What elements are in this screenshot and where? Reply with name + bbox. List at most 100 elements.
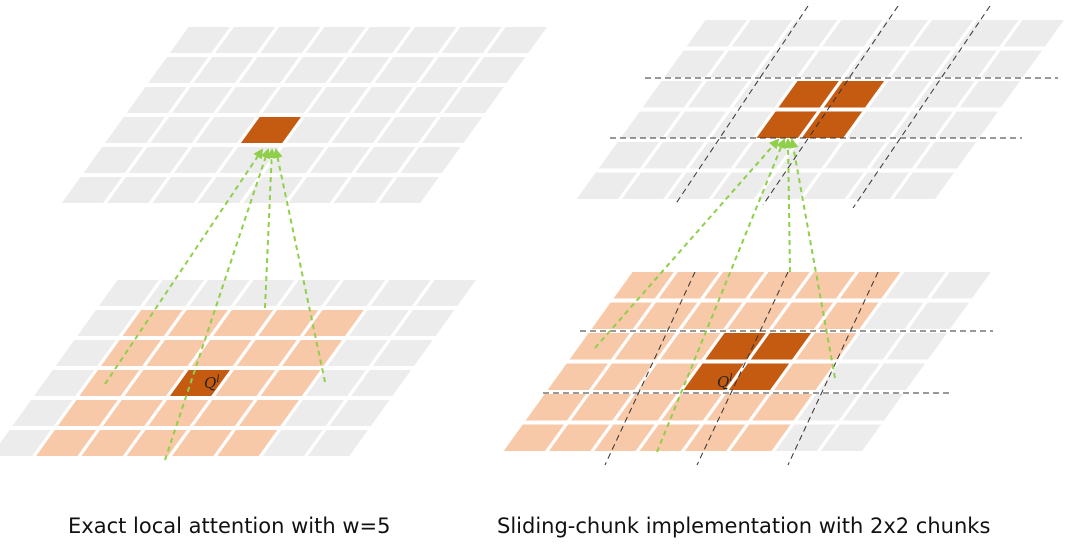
window-cell <box>772 302 834 329</box>
grid-cell <box>0 430 51 456</box>
left-panel-exact-local-attention: Ql <box>0 27 547 461</box>
grid-cell <box>83 147 144 173</box>
left-attention-arrows <box>104 148 326 461</box>
grid-cell <box>755 50 816 77</box>
left-input-grid <box>0 280 476 456</box>
window-cell <box>569 333 630 360</box>
window-cell <box>503 424 565 451</box>
window-cell <box>215 370 276 396</box>
window-cell <box>616 394 677 421</box>
grid-cell <box>34 370 95 396</box>
grid-cell <box>309 147 370 173</box>
grid-cell <box>262 430 323 456</box>
grid-cell <box>372 340 433 366</box>
grid-cell <box>148 57 209 83</box>
window-cell <box>614 333 676 360</box>
grid-cell <box>288 177 349 203</box>
grid-cell <box>349 310 410 336</box>
grid-cell <box>867 20 929 47</box>
window-cell <box>636 302 698 329</box>
grid-cell <box>169 27 230 53</box>
grid-cell <box>329 57 390 83</box>
right-attention-arrows <box>594 138 836 453</box>
grid-cell <box>394 310 455 336</box>
grid-cell <box>757 172 819 199</box>
grid-cell <box>351 27 412 53</box>
grid-cell <box>305 27 366 53</box>
window-cell <box>213 310 274 336</box>
grid-cell <box>465 57 526 83</box>
grid-cell <box>731 20 793 47</box>
highlighted-cell <box>728 363 790 390</box>
left-caption: Exact local attention with w=5 <box>68 514 391 538</box>
window-cell <box>100 340 161 366</box>
grid-cell <box>863 302 924 329</box>
grid-cell <box>891 50 952 77</box>
grid-cell <box>422 117 483 143</box>
grid-cell <box>415 280 476 306</box>
window-cell <box>525 394 587 421</box>
chunk-boundary-line <box>852 5 991 209</box>
attention-arrow <box>788 138 836 379</box>
window-cell <box>660 333 721 360</box>
grid-cell <box>936 50 997 77</box>
window-cell <box>126 430 187 456</box>
grid-cell <box>150 117 211 143</box>
window-cell <box>661 394 722 421</box>
grid-cell <box>260 27 321 53</box>
grid-cell <box>842 394 904 421</box>
grid-cell <box>77 310 138 336</box>
grid-cell <box>126 87 187 113</box>
right-chunk-boundaries <box>543 5 1058 466</box>
grid-cell <box>914 81 975 108</box>
grid-cell <box>712 172 773 199</box>
attention-arrow <box>594 138 780 349</box>
window-cell <box>592 363 654 390</box>
grid-cell <box>709 50 771 77</box>
grid-cell <box>908 302 969 329</box>
grid-cell <box>217 87 278 113</box>
grid-cell <box>576 172 638 199</box>
window-cell <box>570 394 632 421</box>
chunk-boundary-line <box>696 271 789 466</box>
grid-cell <box>307 430 368 456</box>
grid-cell <box>195 117 256 143</box>
grid-cell <box>441 27 502 53</box>
window-cell <box>727 302 788 329</box>
highlighted-cell <box>801 111 863 138</box>
attention-arrow <box>164 148 271 461</box>
grid-cell <box>841 333 902 360</box>
grid-cell <box>420 57 481 83</box>
grid-cell <box>262 87 323 113</box>
grid-cell <box>959 81 1021 108</box>
grid-cell <box>689 142 750 169</box>
grid-cell <box>733 81 794 108</box>
window-cell <box>839 272 901 299</box>
grid-cell <box>238 57 299 83</box>
grid-cell <box>915 142 977 169</box>
grid-cell <box>327 340 388 366</box>
grid-cell <box>128 147 189 173</box>
window-cell <box>36 430 97 456</box>
grid-cell <box>869 81 930 108</box>
window-cell <box>613 272 674 299</box>
highlighted-cell <box>778 81 839 108</box>
grid-cell <box>12 400 73 426</box>
window-cell <box>794 272 856 299</box>
grid-cell <box>215 27 276 53</box>
window-cell <box>796 333 857 360</box>
grid-cell <box>643 142 705 169</box>
grid-cell <box>197 177 258 203</box>
grid-cell <box>845 50 907 77</box>
window-cell <box>752 394 813 421</box>
grid-cell <box>171 87 232 113</box>
window-cell <box>749 272 810 299</box>
grid-cell <box>325 280 386 306</box>
grid-cell <box>398 87 459 113</box>
grid-cell <box>107 177 168 203</box>
grid-cell <box>667 172 728 199</box>
attention-arrow <box>104 148 264 385</box>
chunk-boundary-line <box>762 5 899 206</box>
grid-cell <box>775 424 836 451</box>
grid-cell <box>396 27 457 53</box>
